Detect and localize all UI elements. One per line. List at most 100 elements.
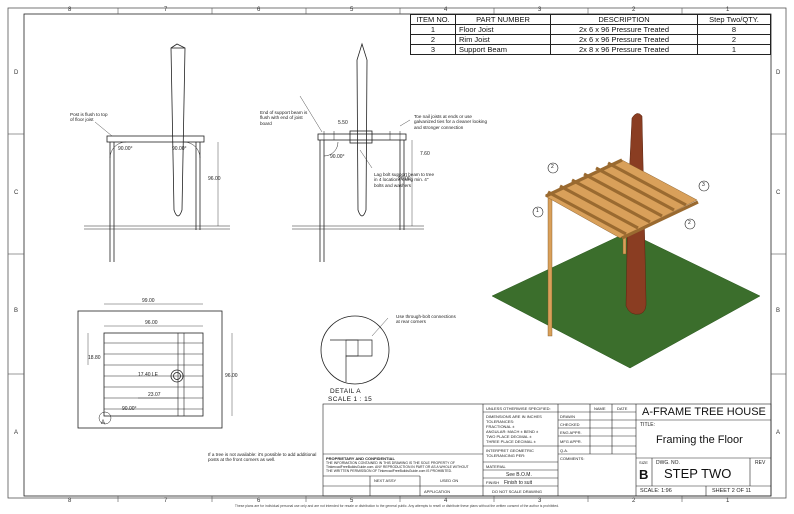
bill-of-materials: ITEM NO. PART NUMBER DESCRIPTION Step Tw… [410,14,771,55]
tb-material-label: MATERIAL [486,464,506,469]
bom-header-part: PART NUMBER [455,14,551,25]
front-view-post-note: Post is flush to top of floor joist [70,112,108,123]
top-view-dim-center: 17.40 LE [138,372,159,378]
zone-bottom-3: 3 [538,498,542,504]
top-view-dim-bottom: 23.07 [148,392,161,398]
zone-top-6: 6 [257,7,261,13]
side-view-height: 96.00 [398,176,411,182]
bom-row: 3 Support Beam 2x 8 x 96 Pressure Treate… [410,44,771,55]
tb-material: See B.O.M. [506,472,532,478]
tb-do-not-scale: DO NOT SCALE DRAWING [492,489,543,494]
bom-row: 1 Floor Joist 2x 6 x 96 Pressure Treated… [410,24,771,35]
zone-right-d: D [776,70,781,76]
zone-bottom-2: 2 [632,498,636,504]
zone-right-c: C [776,190,781,196]
tb-eng-appr: ENG APPR. [560,430,582,435]
side-view-dim-top: 5.50 [338,120,348,126]
zone-bottom-1: 1 [726,498,730,504]
isometric-view [491,113,761,369]
side-view-lag-bolt-note: Lag bolt support beam to tree in 4 locat… [374,172,435,188]
tb-comments: COMMENTS: [560,456,585,461]
tb-two-place: TWO PLACE DECIMAL ± [486,434,532,439]
zone-right-a: A [776,430,781,436]
zone-top-5: 5 [350,7,354,13]
detail-callout-a: A [101,420,106,426]
tb-size-label: SIZE [639,460,648,465]
tb-dwg-number: STEP TWO [664,466,732,481]
front-view-angle-right: 90.00° [172,146,187,152]
tb-dims: DIMENSIONS ARE IN INCHES [486,414,542,419]
bom-description: 2x 6 x 96 Pressure Treated [550,34,698,45]
tb-title-label: TITLE: [640,422,656,428]
iso-balloon-2-top: 2 [551,164,554,170]
top-view-dim-inner: 96.00 [145,320,158,326]
tb-tol: TOLERANCES: [486,419,515,424]
copyright-footer: These plans are for individual personal … [234,504,560,508]
tb-next-assy: NEXT ASSY [374,478,397,483]
top-view-dim-left: 18.80 [88,355,101,361]
bom-description: 2x 6 x 96 Pressure Treated [550,24,698,35]
bom-header-description: DESCRIPTION [550,14,698,25]
zone-bottom-6: 6 [257,498,261,504]
tb-size: B [639,467,649,482]
tb-ang: ANGULAR: MACH ± BEND ± [486,429,539,434]
title-block-frame [322,403,772,497]
zone-top-8: 8 [68,7,72,13]
zone-left-c: C [14,190,19,196]
top-view-tree-note: If a tree is not available: it's possibl… [208,452,317,463]
bom-qty: 8 [697,24,771,35]
top-view-dim-right: 96.00 [225,373,238,379]
front-view [84,43,230,262]
tb-finish: Finish to suit [504,480,533,486]
side-view-dim-right: 7.60 [420,151,430,157]
iso-balloon-1: 1 [536,208,539,214]
side-view-angle: 90.00° [330,154,345,160]
bom-item-no: 3 [410,44,456,55]
zone-top-1: 1 [726,7,730,13]
side-view [292,42,424,262]
tb-sheet: SHEET 2 OF 11 [712,488,752,494]
zone-bottom-7: 7 [164,498,168,504]
tb-scale: SCALE: 1:96 [640,488,672,494]
tb-frac: FRACTIONAL ± [486,424,515,429]
tb-proprietary-title: PROPRIETARY AND CONFIDENTIAL [326,456,395,461]
tb-name: NAME [594,406,606,411]
tb-date: DATE [617,406,628,411]
tb-application: APPLICATION [424,489,451,494]
tb-proprietary-text: THE INFORMATION CONTAINED IN THIS DRAWIN… [326,461,469,473]
zone-bottom-5: 5 [350,498,354,504]
side-view-toenail-note: Toe nail joists at ends or use galvanize… [414,114,488,130]
bom-item-no: 2 [410,34,456,45]
tb-checked: CHECKED [560,422,580,427]
bom-header-item: ITEM NO. [410,14,456,25]
top-view-dim-outer: 99.00 [142,298,155,304]
tb-mfg-appr: MFG APPR. [560,439,582,444]
bom-part-number: Rim Joist [455,34,551,45]
front-view-height: 96.00 [208,176,221,182]
tb-qa: Q.A. [560,448,569,453]
bom-qty: 2 [697,34,771,45]
bom-part-number: Floor Joist [455,24,551,35]
bom-header-qty: Step Two/QTY. [697,14,771,25]
tb-rev-label: REV [755,460,766,466]
tb-drawn: DRAWN [560,414,575,419]
tb-company-name: A-FRAME TREE HOUSE [642,406,766,418]
front-view-angle-left: 90.00° [118,146,133,152]
zone-top-7: 7 [164,7,168,13]
detail-through-bolt-note: Use through-bolt connections at rear cor… [396,314,456,325]
tb-three-place: THREE PLACE DECIMAL ± [486,439,536,444]
zone-right-b: B [776,308,781,314]
top-view [77,303,233,429]
bom-part-number: Support Beam [455,44,551,55]
zone-bottom-8: 8 [68,498,72,504]
zone-top-4: 4 [444,7,448,13]
iso-balloon-3: 3 [702,182,705,188]
zone-bottom-4: 4 [444,498,448,504]
zone-top-2: 2 [632,7,636,13]
iso-balloon-2-bottom: 2 [688,220,691,226]
tb-unless: UNLESS OTHERWISE SPECIFIED: [486,406,551,411]
zone-left-b: B [14,308,19,314]
detail-scale: SCALE 1 : 15 [328,396,373,403]
bom-row: 2 Rim Joist 2x 6 x 96 Pressure Treated 2 [410,34,771,45]
